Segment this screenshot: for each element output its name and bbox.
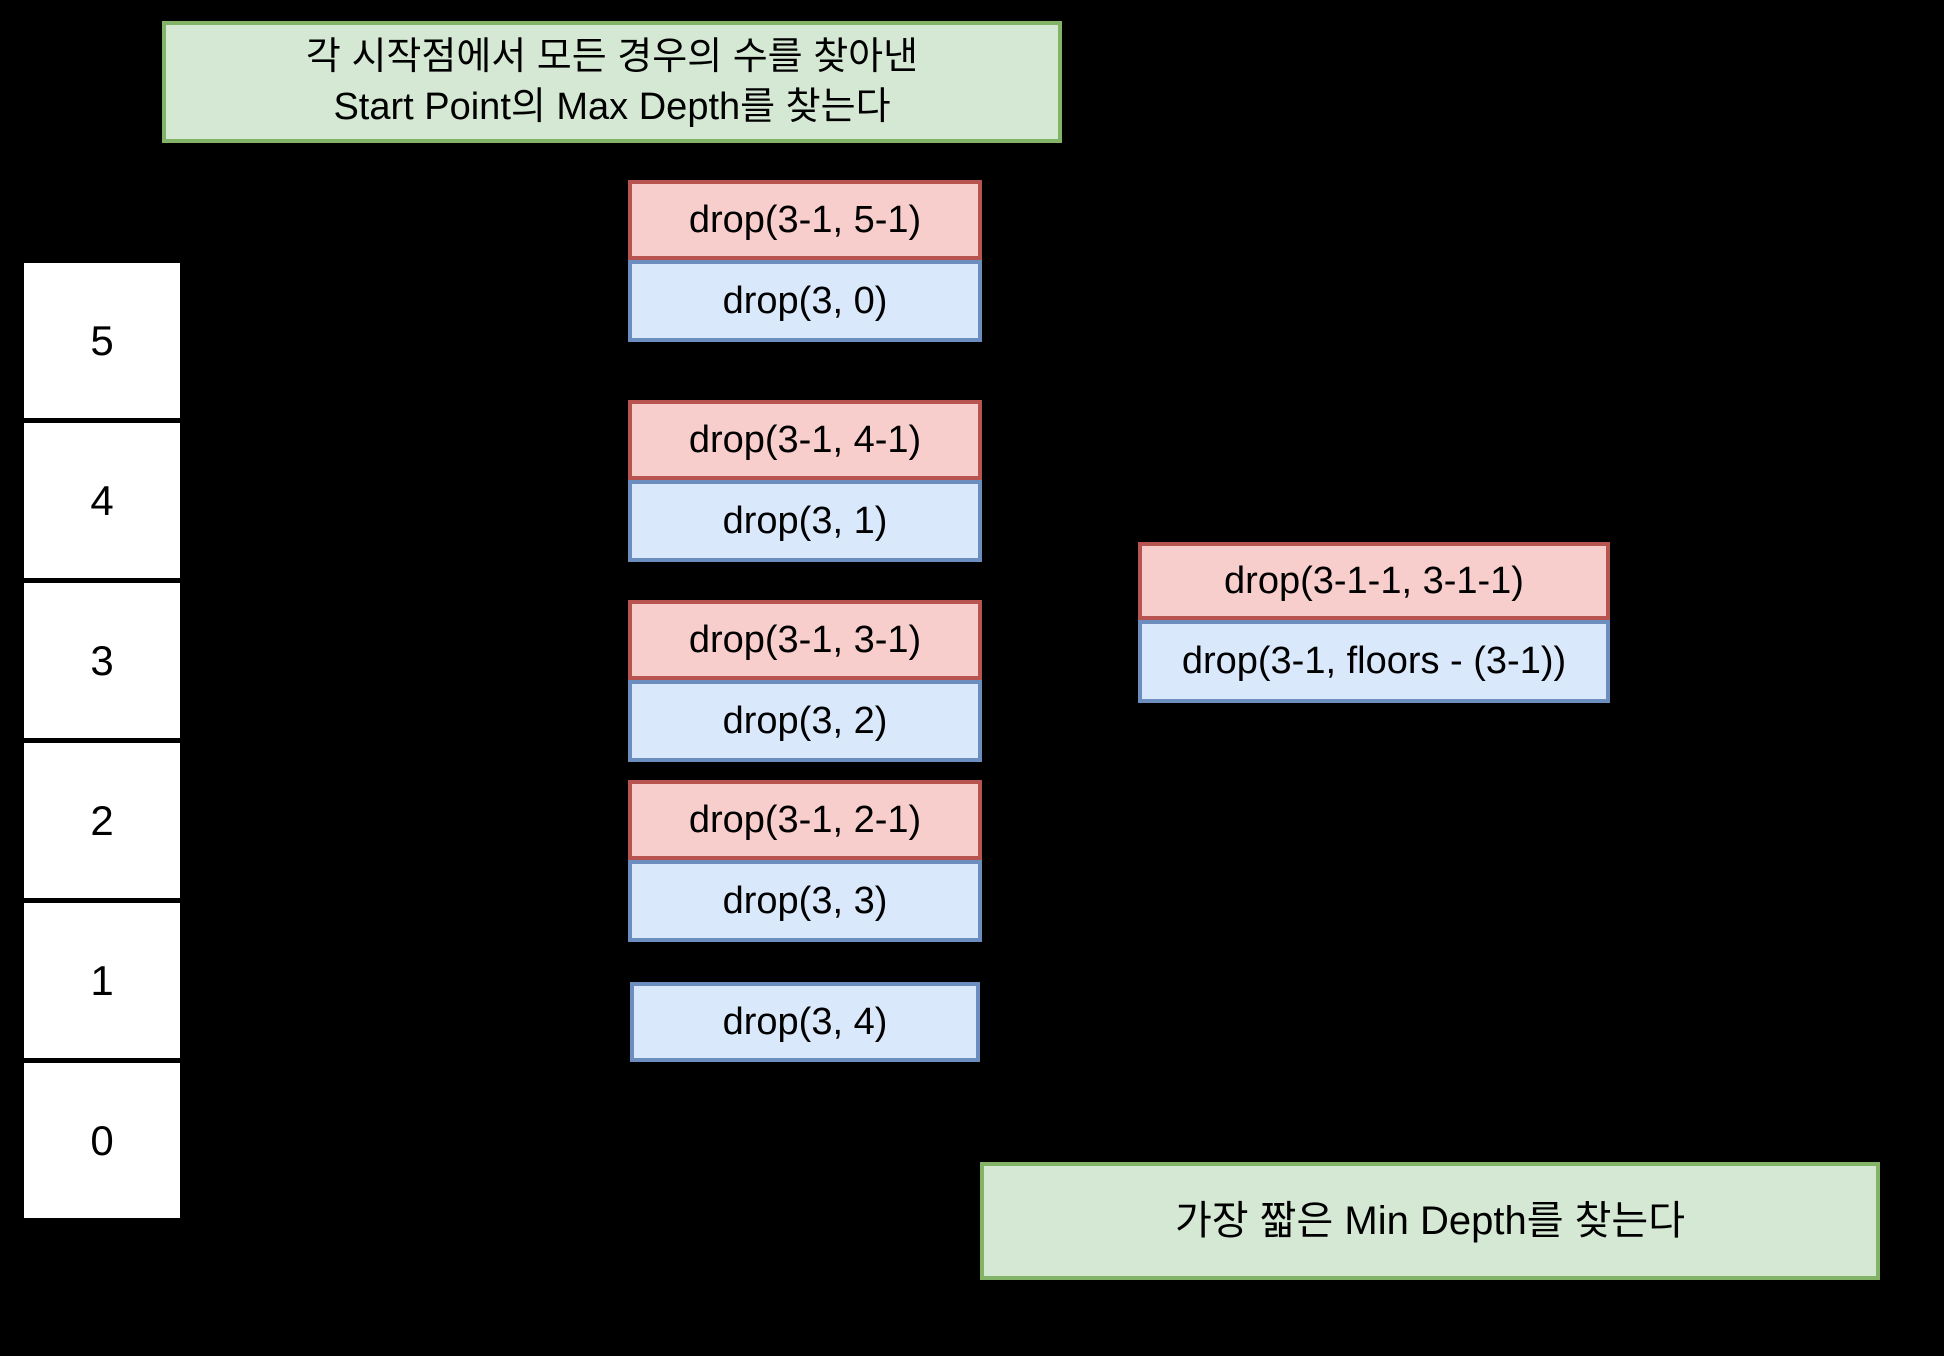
call-pair-floor1: drop(3, 4) bbox=[630, 982, 980, 1062]
max-depth-call-box: drop(3-1, 5-1) bbox=[628, 180, 982, 260]
recursion-expansion-pair: drop(3-1-1, 3-1-1) drop(3-1, floors - (3… bbox=[1138, 542, 1610, 703]
floor-label: 1 bbox=[90, 956, 114, 1004]
max-depth-recursion-box: drop(3-1-1, 3-1-1) bbox=[1138, 542, 1610, 620]
max-depth-call-box: drop(3-1, 2-1) bbox=[628, 780, 982, 860]
floor-cell-4: 4 bbox=[24, 423, 180, 578]
call-pair-floor4: drop(3-1, 4-1) drop(3, 1) bbox=[628, 400, 982, 562]
max-depth-note-line2: Start Point의 Max Depth를 찾는다 bbox=[333, 86, 891, 128]
call-pair-floor2: drop(3-1, 2-1) drop(3, 3) bbox=[628, 780, 982, 942]
start-point-call-box: drop(3, 0) bbox=[628, 260, 982, 342]
max-depth-call-box: drop(3-1, 3-1) bbox=[628, 600, 982, 680]
min-depth-note-text: 가장 짧은 Min Depth를 찾는다 bbox=[1174, 1198, 1686, 1243]
floor-label: 2 bbox=[90, 796, 114, 844]
floor-cell-2: 2 bbox=[24, 743, 180, 898]
floor-label: 4 bbox=[90, 476, 114, 524]
floor-cell-3: 3 bbox=[24, 583, 180, 738]
floor-cell-0: 0 bbox=[24, 1063, 180, 1218]
max-depth-note: 각 시작점에서 모든 경우의 수를 찾아낸 Start Point의 Max D… bbox=[162, 21, 1062, 143]
min-depth-note: 가장 짧은 Min Depth를 찾는다 bbox=[980, 1162, 1880, 1280]
start-point-recursion-box: drop(3-1, floors - (3-1)) bbox=[1138, 620, 1610, 703]
call-pair-floor5: drop(3-1, 5-1) drop(3, 0) bbox=[628, 180, 982, 342]
floor-label: 3 bbox=[90, 636, 114, 684]
start-point-call-box: drop(3, 3) bbox=[628, 860, 982, 942]
floor-label: 5 bbox=[90, 316, 114, 364]
max-depth-note-line1: 각 시작점에서 모든 경우의 수를 찾아낸 bbox=[305, 35, 919, 78]
max-depth-call-box: drop(3-1, 4-1) bbox=[628, 400, 982, 480]
start-point-call-box: drop(3, 4) bbox=[630, 982, 980, 1062]
start-point-call-box: drop(3, 2) bbox=[628, 680, 982, 762]
floor-cell-1: 1 bbox=[24, 903, 180, 1058]
floor-label: 0 bbox=[90, 1116, 114, 1164]
floor-cell-5: 5 bbox=[24, 263, 180, 418]
start-point-call-box: drop(3, 1) bbox=[628, 480, 982, 562]
call-pair-floor3: drop(3-1, 3-1) drop(3, 2) bbox=[628, 600, 982, 762]
